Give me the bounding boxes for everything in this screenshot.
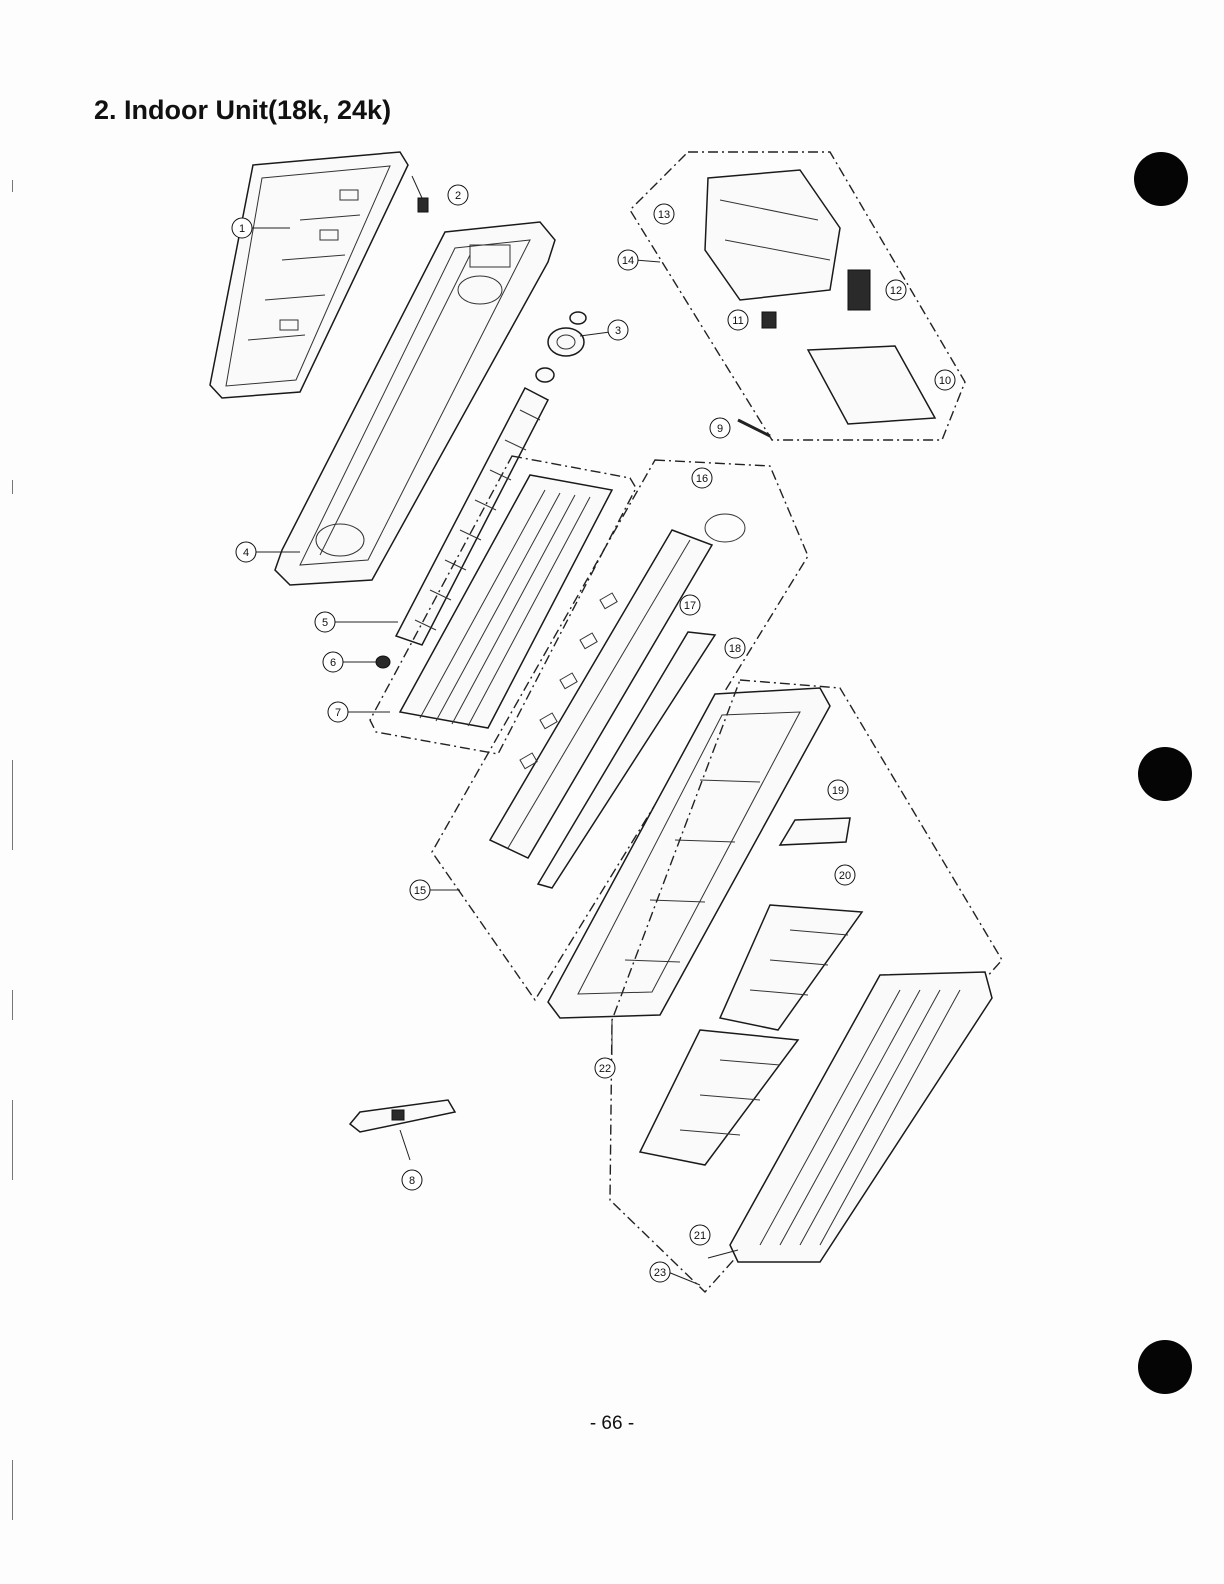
svg-text:21: 21 bbox=[694, 1230, 706, 1242]
svg-text:14: 14 bbox=[622, 255, 634, 267]
scan-margin-mark bbox=[12, 990, 13, 1020]
callout-5: 5 bbox=[314, 611, 336, 633]
front-grille-group bbox=[609, 679, 1003, 1294]
svg-text:9: 9 bbox=[717, 423, 723, 435]
callout-21: 21 bbox=[689, 1224, 711, 1246]
sensor-part bbox=[737, 418, 771, 438]
callout-9: 9 bbox=[709, 417, 731, 439]
svg-text:12: 12 bbox=[890, 285, 902, 297]
cross-flow-fan bbox=[394, 386, 550, 646]
svg-text:11: 11 bbox=[732, 315, 743, 327]
callout-19: 19 bbox=[827, 779, 849, 801]
callout-23: 23 bbox=[649, 1261, 671, 1283]
callout-22: 22 bbox=[594, 1057, 616, 1079]
svg-text:4: 4 bbox=[243, 547, 249, 559]
callout-12: 12 bbox=[885, 279, 907, 301]
svg-text:19: 19 bbox=[832, 785, 844, 797]
callout-20: 20 bbox=[834, 864, 856, 886]
page-number: - 66 - bbox=[589, 1413, 635, 1434]
scan-margin-mark bbox=[12, 180, 13, 192]
callout-3: 3 bbox=[607, 319, 629, 341]
callout-10: 10 bbox=[934, 369, 956, 391]
installation-plate bbox=[209, 151, 409, 399]
remote-controller bbox=[348, 1099, 457, 1161]
svg-text:5: 5 bbox=[322, 617, 328, 629]
punch-hole-middle bbox=[1138, 747, 1192, 801]
scan-margin-mark bbox=[12, 480, 13, 494]
svg-text:8: 8 bbox=[409, 1175, 415, 1187]
callout-11: 11 bbox=[727, 309, 749, 331]
punch-hole-top bbox=[1134, 152, 1188, 206]
svg-text:16: 16 bbox=[696, 473, 708, 485]
callout-1: 1 bbox=[231, 217, 253, 239]
discharge-vane-group bbox=[431, 459, 809, 1002]
svg-text:13: 13 bbox=[658, 209, 670, 221]
punch-hole-bottom bbox=[1138, 1340, 1192, 1394]
chassis bbox=[274, 221, 556, 586]
svg-text:17: 17 bbox=[684, 600, 696, 612]
callout-8: 8 bbox=[401, 1169, 423, 1191]
leader-lines bbox=[250, 227, 739, 1286]
svg-text:20: 20 bbox=[839, 870, 851, 882]
svg-text:6: 6 bbox=[330, 657, 336, 669]
svg-text:1: 1 bbox=[239, 223, 245, 235]
svg-text:7: 7 bbox=[335, 707, 341, 719]
scan-margin-mark bbox=[12, 1460, 13, 1520]
evaporator-group bbox=[369, 455, 637, 755]
clip-part bbox=[411, 175, 429, 213]
callout-7: 7 bbox=[327, 701, 349, 723]
callout-2: 2 bbox=[447, 184, 469, 206]
page-title: 2. Indoor Unit(18k, 24k) bbox=[94, 95, 392, 125]
svg-text:3: 3 bbox=[615, 325, 621, 337]
scan-margin-mark bbox=[12, 1100, 13, 1180]
scan-margin-mark bbox=[12, 760, 13, 850]
svg-text:18: 18 bbox=[729, 643, 741, 655]
callout-15: 15 bbox=[409, 879, 431, 901]
svg-text:10: 10 bbox=[939, 375, 951, 387]
svg-text:2: 2 bbox=[455, 190, 461, 202]
callout-6: 6 bbox=[322, 651, 344, 673]
callout-4: 4 bbox=[235, 541, 257, 563]
svg-text:23: 23 bbox=[654, 1267, 666, 1279]
callout-18: 18 bbox=[724, 637, 746, 659]
callout-16: 16 bbox=[691, 467, 713, 489]
callout-13: 13 bbox=[653, 203, 675, 225]
display-board bbox=[778, 817, 851, 846]
callout-17: 17 bbox=[679, 594, 701, 616]
callout-14: 14 bbox=[617, 249, 639, 271]
control-box-group bbox=[629, 151, 966, 441]
fan-bearing bbox=[375, 655, 391, 669]
svg-text:15: 15 bbox=[414, 885, 426, 897]
front-frame bbox=[547, 687, 831, 1019]
fan-motor bbox=[535, 311, 587, 383]
svg-text:22: 22 bbox=[599, 1063, 611, 1075]
callout-bubbles: 1 2 3 4 5 6 7 8 9 10 11 12 13 14 15 16 1… bbox=[231, 184, 956, 1283]
